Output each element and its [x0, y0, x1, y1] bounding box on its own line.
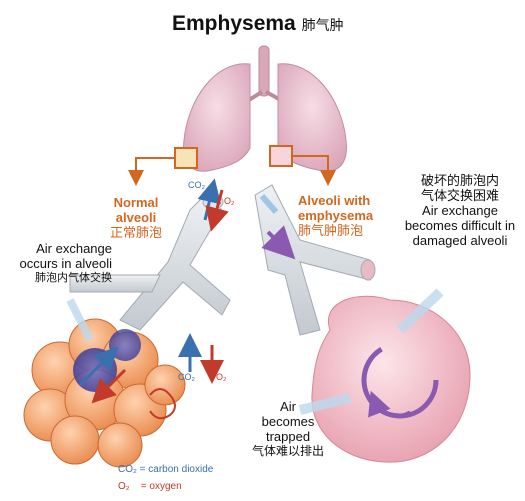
legend-o2: O₂ = oxygen [118, 481, 182, 492]
title-en: Emphysema [172, 12, 296, 35]
title-zh: 肺气肿 [301, 17, 344, 33]
air-trapped-caption: Air becomes trapped 气体难以排出 [238, 399, 338, 459]
emphysema-bronchiole [254, 184, 376, 336]
o2-label-bottom: O₂ [216, 372, 227, 382]
trapped-line3: trapped [265, 428, 311, 444]
o2-label-top: O₂ [224, 196, 235, 206]
emphysema-alveoli-label: Alveoli with emphysema 肺气肿肺泡 [298, 193, 398, 239]
lungs-illustration [183, 45, 347, 172]
normal-label-line2: alveoli [115, 209, 157, 225]
exchange-normal-line1: Air exchange [36, 241, 112, 256]
emphysema-label-line2: emphysema [298, 207, 374, 223]
normal-label-line1: Normal [113, 195, 159, 210]
legend-co2: CO₂ = carbon dioxide [118, 464, 214, 475]
emphysema-label-line1: Alveoli with [298, 193, 371, 208]
air-exchange-damaged-caption: 破坏的肺泡内 气体交换困难 Air exchange becomes diffi… [396, 173, 524, 249]
co2-label-bottom: CO₂ [178, 372, 195, 382]
callout-trapped [298, 393, 352, 415]
exchange-normal-line2: occurs in alveoli [19, 255, 113, 271]
normal-connector-arrow [128, 157, 175, 186]
exchange-damaged-zh2: 气体交换困难 [420, 187, 499, 203]
exchange-damaged-line1: Air exchange [422, 202, 498, 218]
normal-zoom-box [174, 147, 198, 169]
exchange-damaged-zh1: 破坏的肺泡内 [420, 173, 499, 188]
trapped-zh: 气体难以排出 [251, 443, 324, 458]
trapped-line2: becomes [261, 413, 315, 429]
emphysema-alveoli [311, 295, 471, 463]
normal-label-zh: 正常肺泡 [109, 224, 162, 240]
exchange-normal-zh: 肺泡内气体交换 [35, 271, 112, 284]
exchange-damaged-line3: damaged alveoli [412, 232, 508, 248]
callout-normal [66, 298, 94, 342]
callout-damaged [396, 288, 444, 334]
normal-alveoli-cluster [23, 318, 186, 468]
emphysema-label-zh: 肺气肿肺泡 [298, 222, 364, 238]
page-title: Emphysema 肺气肿 [172, 12, 344, 36]
trapped-line1: Air [280, 399, 296, 414]
emphysema-zoom-box [269, 145, 293, 167]
co2-label-top: CO₂ [188, 180, 205, 190]
emphysema-connector-arrow [292, 155, 336, 186]
normal-alveoli-label: Normal alveoli 正常肺泡 [96, 195, 176, 241]
air-exchange-normal-caption: Air exchange occurs in alveoli 肺泡内气体交换 [4, 241, 113, 285]
o2-in-arrow [205, 189, 229, 232]
exchange-damaged-line2: becomes difficult in [404, 217, 516, 233]
